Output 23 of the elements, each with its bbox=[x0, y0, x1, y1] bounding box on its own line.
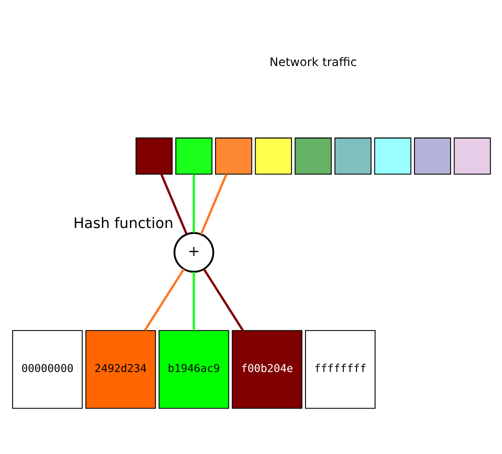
node-box bbox=[414, 137, 451, 174]
node-box bbox=[254, 137, 292, 174]
node-box: f00b204e bbox=[231, 330, 302, 408]
connector bbox=[202, 268, 244, 330]
node-box bbox=[135, 137, 172, 174]
connector bbox=[160, 173, 188, 234]
label: Network traffic bbox=[269, 54, 356, 69]
connector bbox=[200, 173, 227, 234]
node-box bbox=[334, 137, 371, 174]
node-box: ffffffff bbox=[304, 330, 376, 408]
node-box bbox=[214, 137, 252, 174]
node-box bbox=[294, 137, 332, 174]
node-box bbox=[174, 137, 212, 174]
connector bbox=[192, 174, 194, 232]
node-circle: + bbox=[173, 232, 214, 272]
node-box: 2492d234 bbox=[84, 330, 156, 408]
node-box bbox=[453, 137, 490, 174]
connector bbox=[143, 268, 184, 330]
connector bbox=[192, 272, 194, 330]
node-box: b1946ac9 bbox=[158, 330, 229, 408]
node-label: Hash function bbox=[72, 216, 173, 232]
node-box: 00000000 bbox=[12, 330, 82, 408]
node-box bbox=[374, 137, 411, 174]
